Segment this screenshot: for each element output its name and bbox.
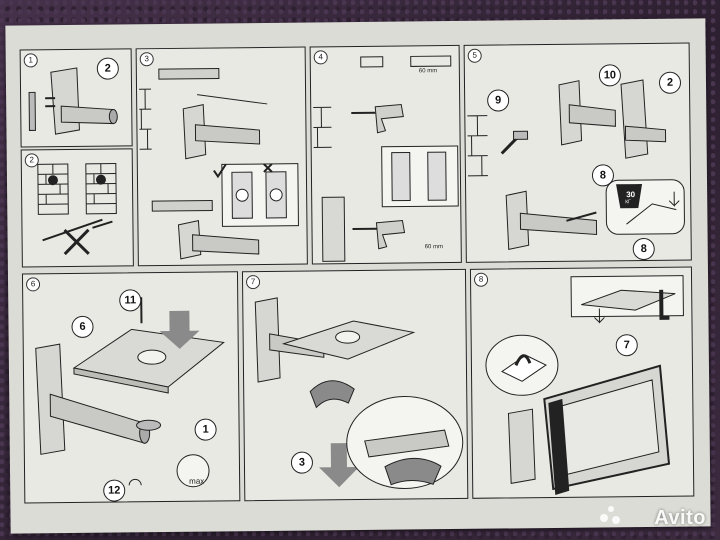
wall-warning-icon (37, 163, 117, 256)
callout-2: 2 (658, 71, 682, 94)
hammer-icon (500, 136, 519, 155)
callout-7: 7 (615, 334, 638, 357)
tv-icon (485, 275, 684, 495)
arrow-down-icon (668, 191, 680, 207)
shelf-assembly-icon (35, 297, 225, 488)
cover-assembly-icon (254, 297, 464, 490)
panel-step-4: 4 60 mm 60 mm (309, 44, 462, 265)
panel-step-5: 5 30 КГ 9 10 2 8 8 (463, 42, 692, 263)
callout-8: 8 (632, 237, 655, 261)
panel-step-1: 1 2 (19, 48, 133, 148)
dimension-label: 60 mm (424, 244, 444, 251)
panel-step-8: 8 7 (469, 266, 695, 499)
weight-value: 30 (626, 190, 636, 200)
mount-template-icon (139, 67, 299, 260)
bracket-assembly-icon (467, 79, 685, 251)
callout-12: 12 (103, 479, 126, 502)
callout-1: 1 (194, 418, 217, 441)
wall-bracket-icon (28, 67, 118, 135)
instruction-sheet: 1 2 2 3 (5, 18, 711, 534)
callout-10: 10 (598, 64, 622, 87)
panel-step-7: 7 3 (241, 268, 469, 502)
weight-unit: КГ (625, 199, 631, 206)
cross-mark-icon (263, 163, 273, 173)
arrow-down-icon (159, 310, 200, 349)
callout-2: 2 (96, 57, 119, 80)
panel-step-3: 3 (135, 46, 308, 267)
max-label: max (189, 476, 205, 486)
callout-9: 9 (487, 89, 510, 112)
weight-icon (616, 184, 643, 209)
arrow-up-icon (319, 443, 360, 488)
callout-6: 6 (71, 315, 94, 339)
callout-3: 3 (290, 451, 314, 474)
watermark: Avito (654, 507, 706, 529)
callout-8: 8 (591, 164, 615, 187)
screwdriver-icon (566, 211, 597, 222)
check-mark-icon (213, 163, 227, 179)
panel-step-6: 6 11 6 1 12 max (21, 271, 241, 504)
drill-icon (313, 55, 459, 262)
panel-step-2: 2 (20, 148, 134, 268)
callout-11: 11 (119, 289, 142, 312)
dimension-label: 60 mm (418, 68, 438, 75)
watermark-logo-icon (600, 506, 620, 526)
